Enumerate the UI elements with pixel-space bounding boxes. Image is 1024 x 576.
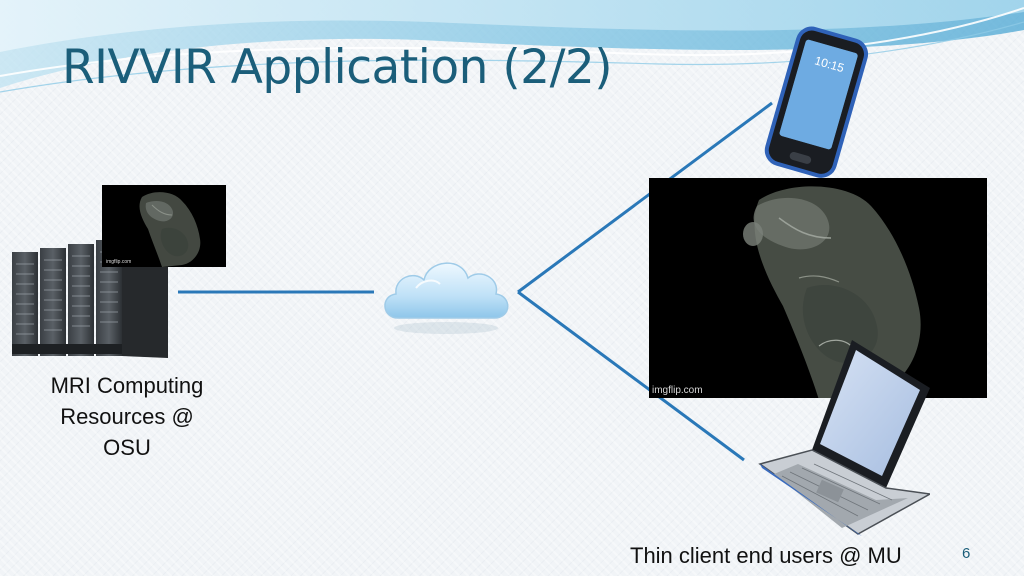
cloud-phone-link (517, 101, 773, 294)
header-swoosh (0, 0, 1024, 93)
osu-resources-label: MRI Computing Resources @ OSU (20, 370, 234, 463)
label-line: OSU (103, 435, 151, 460)
image-watermark: imgflip.com (106, 259, 132, 265)
image-watermark: imgflip.com (652, 385, 703, 396)
mri-scan-image (139, 192, 201, 267)
smartphone-icon: 10:15 (764, 26, 869, 178)
cloud-icon (384, 262, 509, 334)
cloud-laptop-link (517, 290, 745, 462)
mu-users-label: Thin client end users @ MU (630, 543, 902, 568)
mri-thumbnail-small: imgflip.com (102, 185, 226, 267)
mri-thumbnail-large: imgflip.com (649, 178, 987, 398)
label-line: MRI Computing (50, 373, 204, 398)
laptop-icon (758, 340, 930, 536)
slide-number: 6 (962, 545, 971, 562)
label-line: Resources @ (60, 404, 194, 429)
slide-title: RIVVIR Application (2/2) (62, 40, 613, 95)
